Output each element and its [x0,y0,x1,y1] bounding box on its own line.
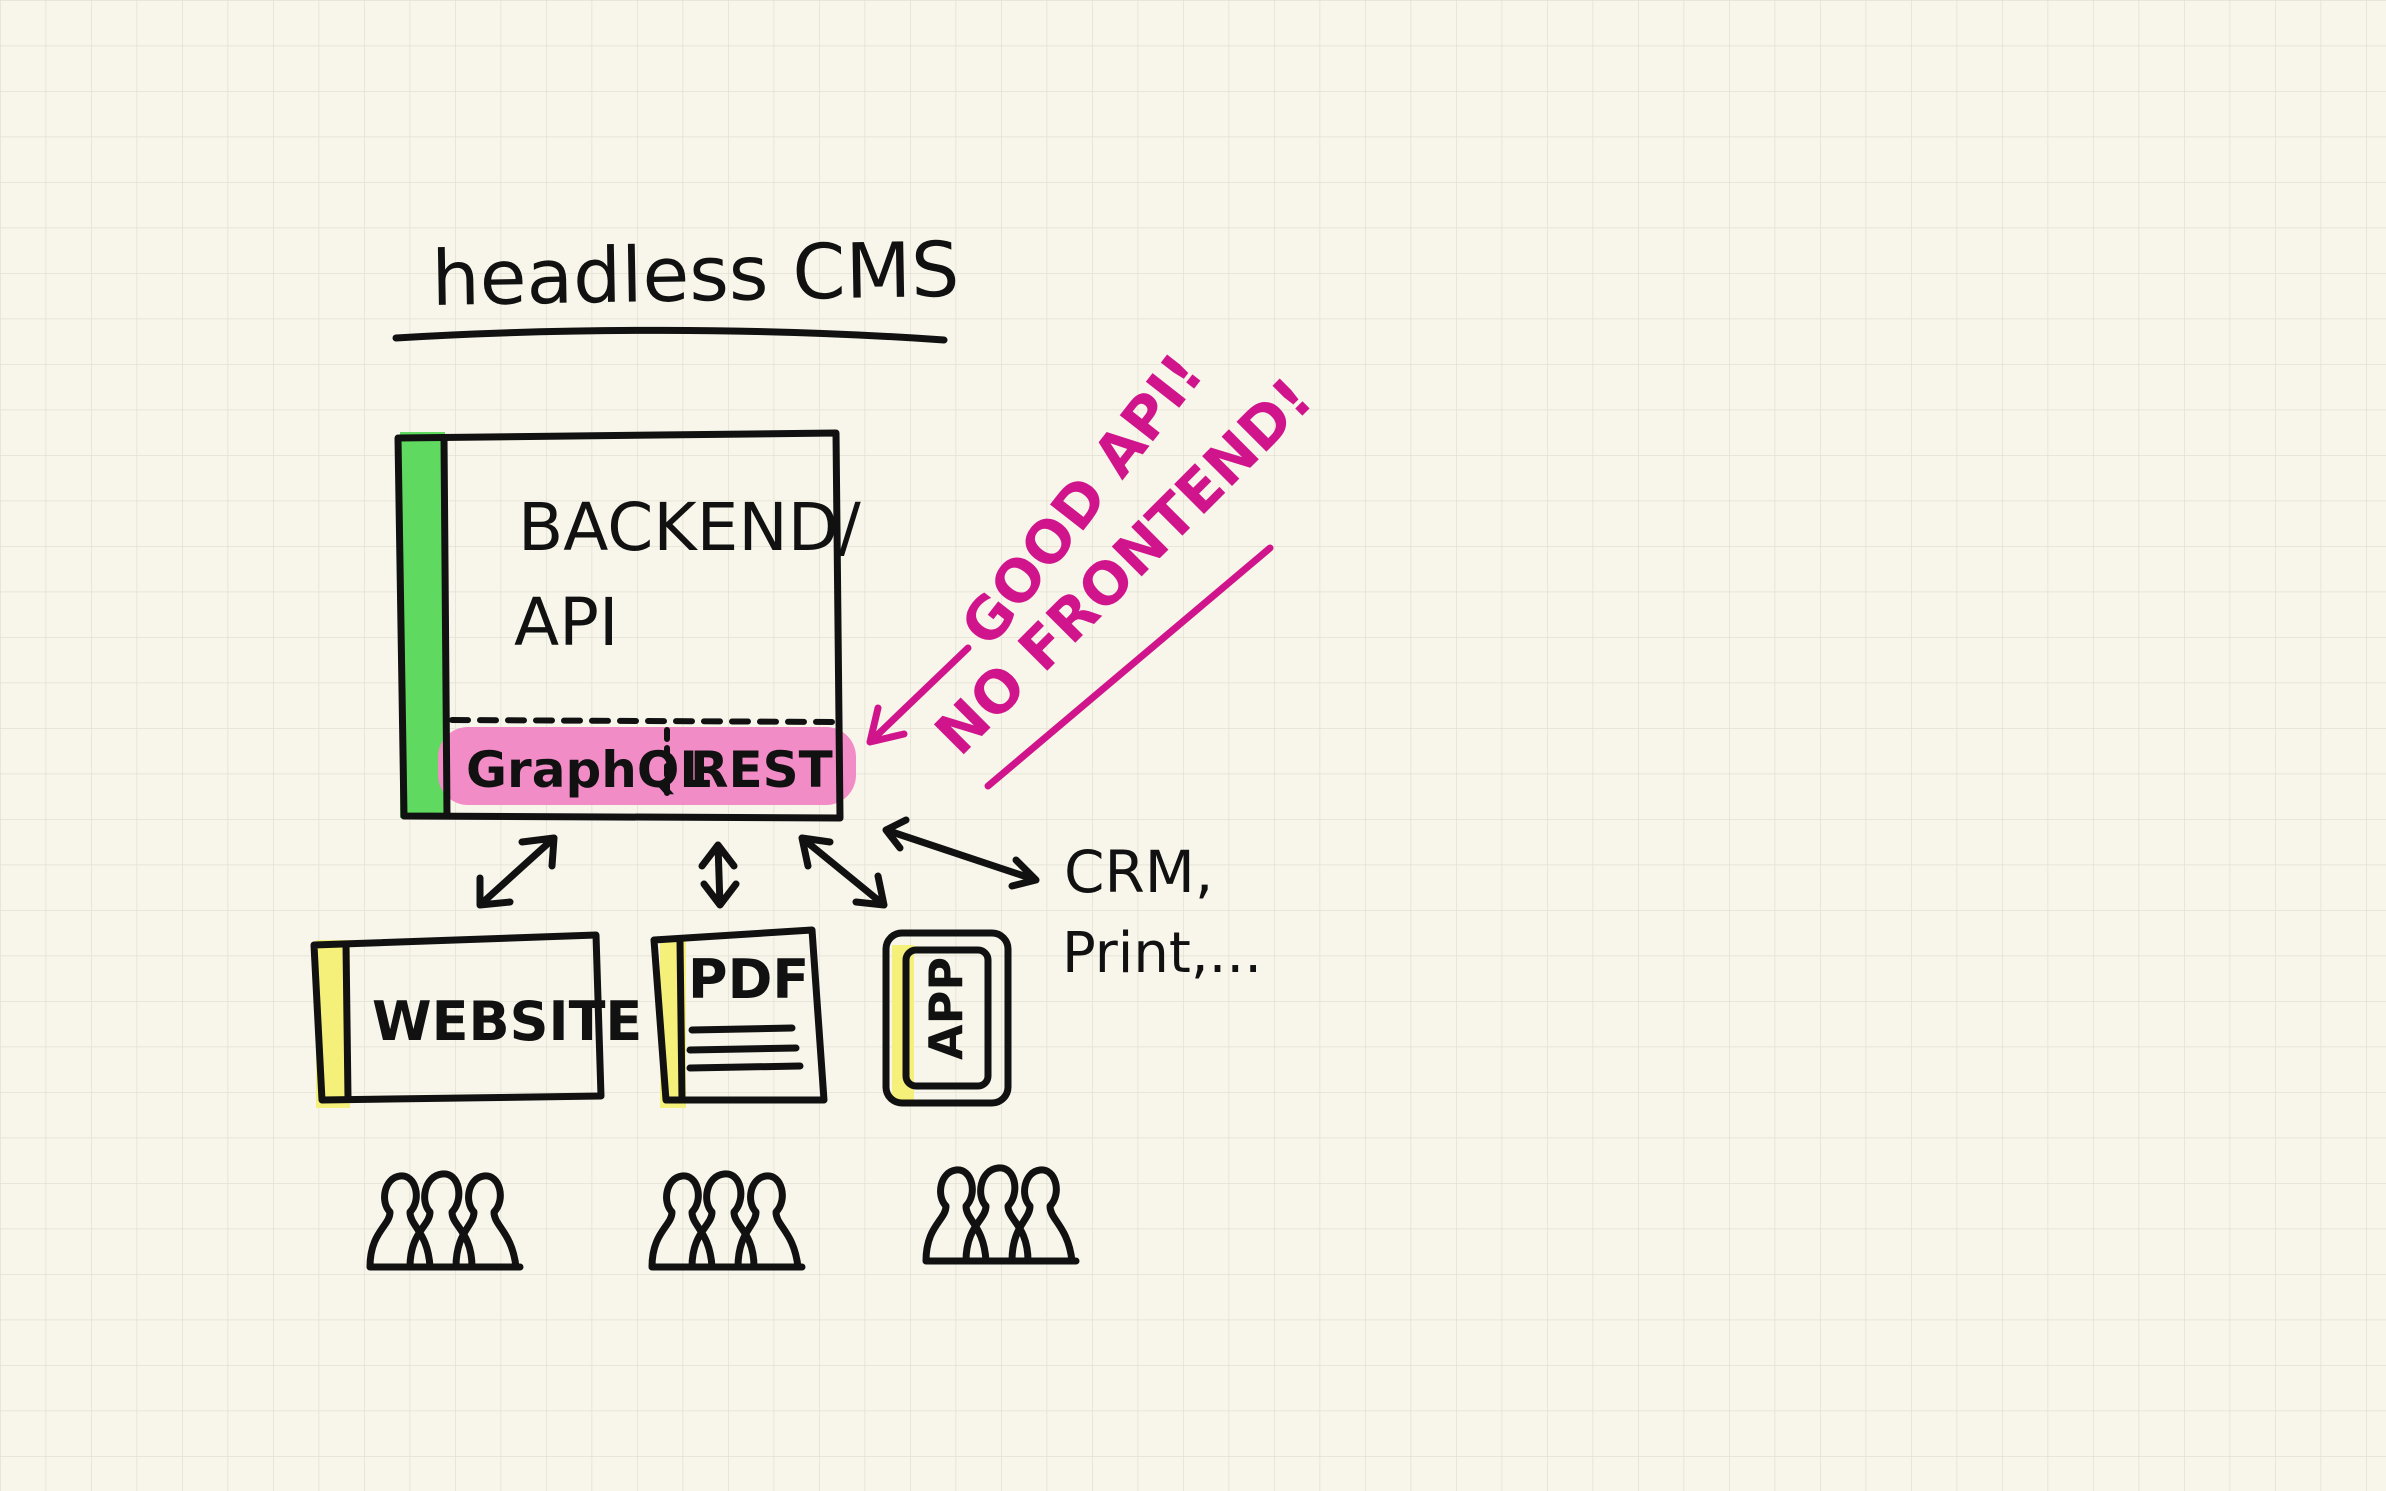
backend-api-box: BACKEND/ API GraphQL REST [394,429,862,822]
other-targets-line2: Print,... [1062,921,1262,986]
api-dashed-separator [449,717,839,725]
website-strip-divider [342,941,352,1102]
pdf-text-lines [686,1024,804,1072]
pdf-label: PDF [688,948,809,1011]
arrow-app [798,834,888,909]
app-label: APP [919,957,973,1060]
connection-arrows [476,816,1040,909]
rest-label: REST [690,741,833,799]
pdf-strip-divider [676,936,686,1104]
annotation-arrow [866,644,972,746]
backend-outline [394,429,844,822]
arrow-crm [882,816,1040,890]
annotation-underline [984,544,1274,790]
users-icon [922,1164,1080,1265]
api-label: API [514,584,618,661]
other-targets-line1: CRM, [1064,838,1213,906]
graphql-label: GraphQL [466,741,711,799]
arrow-pdf [698,841,740,909]
diagram-title: headless CMS [431,225,960,323]
users-icon [366,1170,524,1271]
website-label: WEBSITE [372,990,642,1053]
backend-label: BACKEND/ [518,489,862,566]
backend-strip-divider [440,434,451,820]
users-icon [648,1170,806,1271]
pdf-client: PDF [650,926,828,1108]
pdf-outline [650,926,828,1104]
arrow-website [476,834,558,909]
app-inner-screen [902,946,992,1090]
api-pink-band [438,727,856,805]
users-group-pdf [648,1170,806,1271]
users-group-website [366,1170,524,1271]
website-client: WEBSITE [310,931,642,1108]
users-group-app [922,1164,1080,1265]
title-underline [392,326,948,344]
website-outline [310,931,605,1104]
app-client: APP [882,929,1012,1107]
backend-green-strip [400,432,445,818]
app-outer-outline [882,929,1012,1107]
